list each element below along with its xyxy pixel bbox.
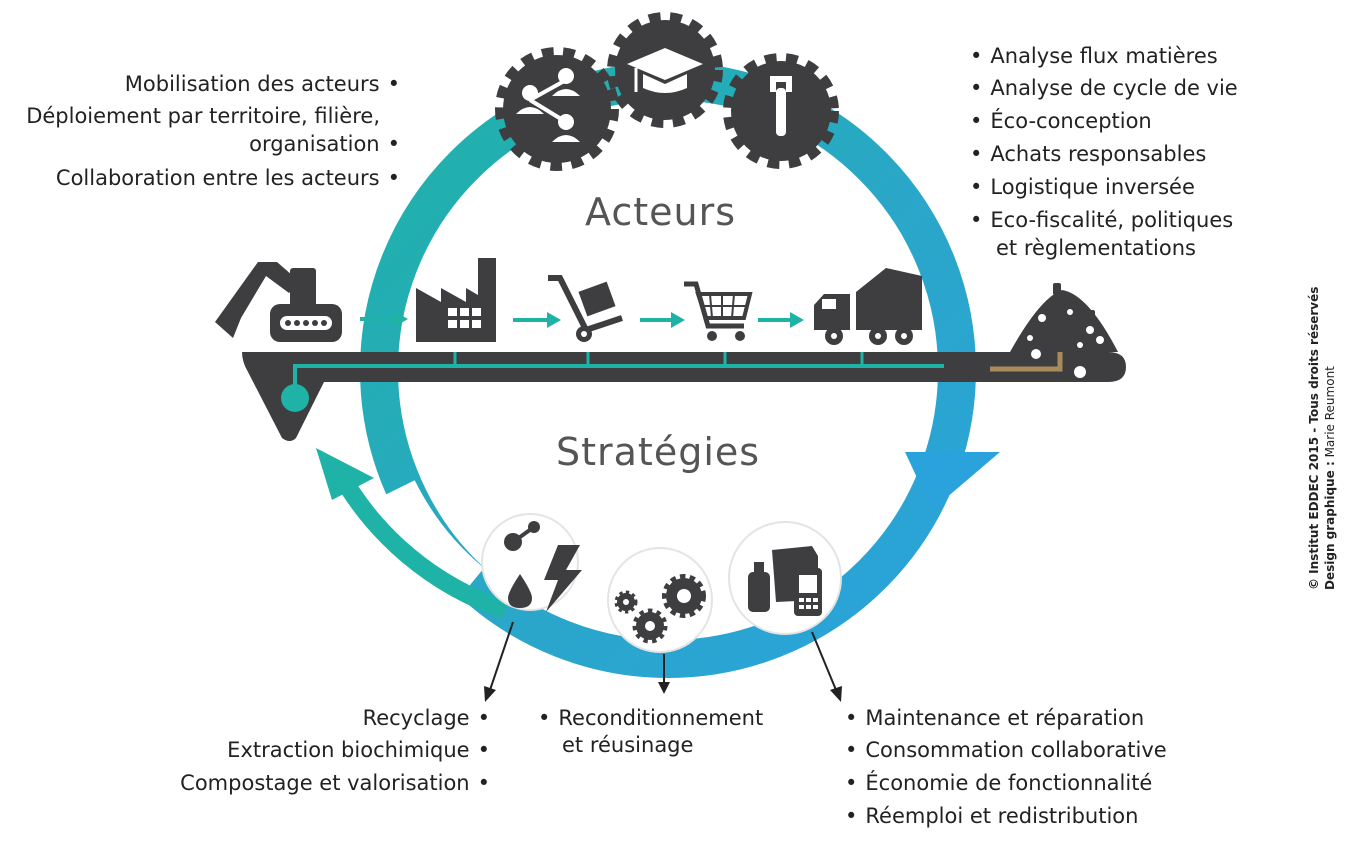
strategy-arrows — [484, 621, 842, 702]
wrench-gear-icon — [723, 53, 839, 169]
top-right-item-3: Éco-conception — [970, 105, 1151, 137]
credit-design-label: Design graphique : — [1323, 461, 1337, 590]
waste-pile-icon — [1010, 283, 1118, 378]
bottom-left-item-3: Compostage et valorisation — [180, 767, 490, 799]
bottom-left-item-1: Recyclage — [363, 702, 490, 734]
top-left-item-1: Mobilisation des acteurs — [125, 68, 400, 100]
top-right-item-6: Eco-fiscalité, politiques — [970, 204, 1233, 236]
top-right-item-5: Logistique inversée — [970, 171, 1195, 203]
bottom-right-item-2: Consommation collaborative — [845, 734, 1166, 766]
top-right-item-6b: et règlementations — [996, 236, 1196, 260]
return-arc — [330, 465, 508, 619]
ring-gap — [375, 479, 485, 602]
top-left-item-2b: organisation — [249, 128, 400, 160]
network-gear-icon — [495, 47, 619, 171]
top-left-item-3: Collaboration entre les acteurs — [56, 162, 400, 194]
credit-designer: Marie Reumont — [1323, 366, 1337, 462]
credit-line-1: © Institut EDDEC 2015 - Tous droits rése… — [1307, 286, 1321, 590]
garbage-truck-icon — [814, 268, 922, 345]
molecule-energy-icon — [481, 513, 582, 612]
acteurs-label: Acteurs — [585, 190, 737, 234]
bottom-right-item-4: Réemploi et redistribution — [845, 800, 1138, 832]
top-left-item-2: Déploiement par territoire, filière, — [26, 104, 380, 128]
bottom-middle-item-1b: et réusinage — [562, 733, 694, 757]
brown-arrow — [990, 348, 1063, 372]
bottom-right-item-1: Maintenance et réparation — [845, 702, 1144, 734]
gears-icon — [607, 547, 713, 653]
top-right-item-1: Analyse flux matières — [970, 40, 1217, 72]
bottom-middle-item-1: Reconditionnement — [538, 702, 763, 734]
shopping-cart-icon — [684, 281, 753, 341]
credit-line-2: Design graphique : Marie Reumont — [1322, 287, 1338, 590]
bottom-left-item-2: Extraction biochimique — [227, 734, 490, 766]
conveyor-bar — [242, 352, 1126, 441]
top-right-item-4: Achats responsables — [970, 138, 1206, 170]
right-arrowhead — [905, 452, 1000, 510]
top-right-item-2: Analyse de cycle de vie — [970, 72, 1237, 104]
bottom-right-item-3: Économie de fonctionnalité — [845, 767, 1152, 799]
hand-truck-icon — [548, 275, 623, 342]
flow-arrows — [360, 311, 804, 328]
conveyor-dot — [281, 384, 309, 412]
products-icon — [728, 521, 842, 635]
graduation-gear-icon — [607, 12, 723, 128]
copyright-credit: © Institut EDDEC 2015 - Tous droits rése… — [1306, 287, 1338, 590]
conveyor-ticks — [453, 352, 864, 366]
factory-icon — [416, 258, 496, 342]
return-arrowhead — [316, 448, 374, 500]
strategies-label: Stratégies — [556, 430, 761, 474]
excavator-icon — [215, 262, 342, 342]
